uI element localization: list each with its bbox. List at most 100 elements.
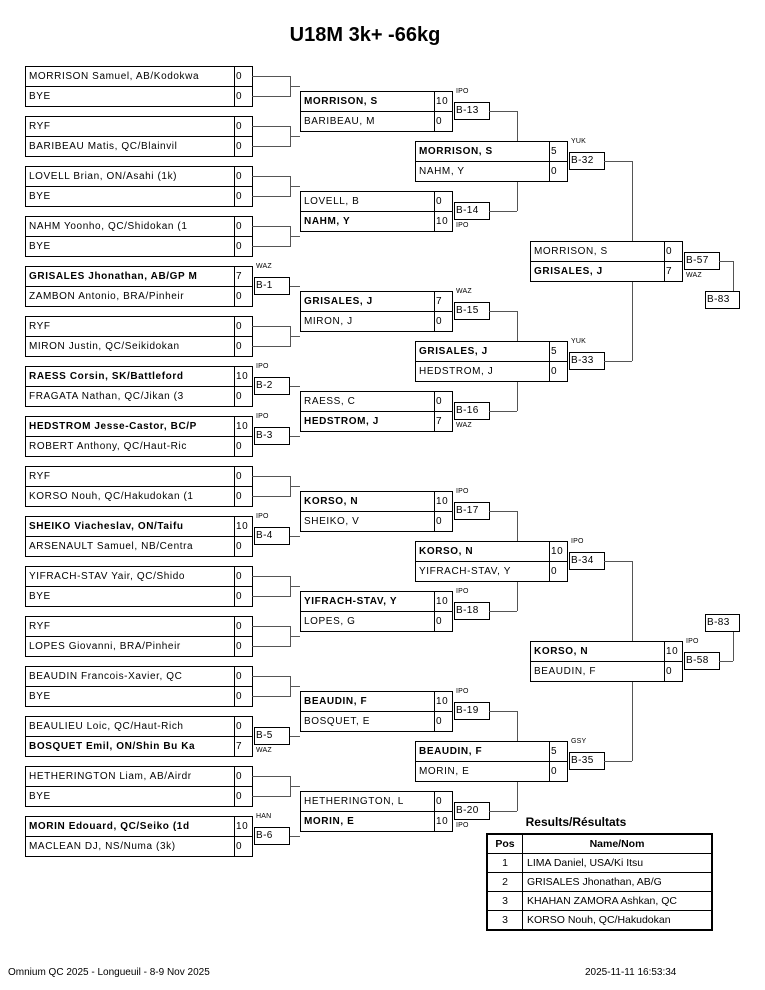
r3-match-top-name[interactable]: KORSO, N <box>415 541 550 562</box>
connector-line <box>252 176 290 177</box>
r3-match-top-name[interactable]: MORRISON, S <box>415 141 550 162</box>
r1-match-match-label[interactable]: B-4 <box>254 527 290 545</box>
r1-match-bottom-name[interactable]: KORSO Nouh, QC/Hakudokan (1 <box>25 486 235 507</box>
r2-match-top-name[interactable]: BEAUDIN, F <box>300 691 435 712</box>
r4-match-match-label[interactable]: B-58 <box>684 652 720 670</box>
connector-line <box>517 711 518 741</box>
r1-match-top-name[interactable]: NAHM Yoonho, QC/Shidokan (1 <box>25 216 235 237</box>
r2-match-top-score: 10 <box>434 691 453 712</box>
r2-match-bottom-name[interactable]: LOPES, G <box>300 611 435 632</box>
r4-match-bottom-name[interactable]: BEAUDIN, F <box>530 661 665 682</box>
r1-match-top-score: 0 <box>234 166 253 187</box>
r2-match-top-name[interactable]: YIFRACH-STAV, Y <box>300 591 435 612</box>
r1-match-top-name[interactable]: SHEIKO Viacheslav, ON/Taifu <box>25 516 235 537</box>
r1-match-match-label[interactable]: B-2 <box>254 377 290 395</box>
r1-match-bottom-name[interactable]: ARSENAULT Samuel, NB/Centra <box>25 536 235 557</box>
r4-match-match-label[interactable]: B-57 <box>684 252 720 270</box>
r4-match-top-name[interactable]: KORSO, N <box>530 641 665 662</box>
r2-match-top-name[interactable]: LOVELL, B <box>300 191 435 212</box>
r2-match-bottom-name[interactable]: NAHM, Y <box>300 211 435 232</box>
r3-match-match-label[interactable]: B-34 <box>569 552 605 570</box>
r1-match-bottom-name[interactable]: BARIBEAU Matis, QC/Blainvil <box>25 136 235 157</box>
r1-match-bottom-name[interactable]: BYE <box>25 86 235 107</box>
r1-match-bottom-name[interactable]: MACLEAN DJ, NS/Numa (3k) <box>25 836 235 857</box>
r2-match-match-label[interactable]: B-18 <box>454 602 490 620</box>
connector-line <box>290 636 300 637</box>
r2-match-top-name[interactable]: MORRISON, S <box>300 91 435 112</box>
r1-match-top-name[interactable]: GRISALES Jhonathan, AB/GP M <box>25 266 235 287</box>
r2-match-match-label[interactable]: B-17 <box>454 502 490 520</box>
r1-match-top-name[interactable]: MORRISON Samuel, AB/Kodokwa <box>25 66 235 87</box>
r1-match-bottom-name[interactable]: FRAGATA Nathan, QC/Jikan (3 <box>25 386 235 407</box>
r1-match-bottom-name[interactable]: ZAMBON Antonio, BRA/Pinheir <box>25 286 235 307</box>
r3-match-match-label[interactable]: B-35 <box>569 752 605 770</box>
r1-match-top-name[interactable]: RYF <box>25 316 235 337</box>
r1-match-bottom-name[interactable]: BYE <box>25 586 235 607</box>
r2-match-match-label[interactable]: B-16 <box>454 402 490 420</box>
r3-match-top-score: 5 <box>549 341 568 362</box>
r1-match-bottom-score: 0 <box>234 486 253 507</box>
r1-match-bottom-name[interactable]: LOPES Giovanni, BRA/Pinheir <box>25 636 235 657</box>
r1-match-match-label[interactable]: B-3 <box>254 427 290 445</box>
r4-match-top-name[interactable]: MORRISON, S <box>530 241 665 262</box>
connector-line <box>719 261 733 262</box>
r3-match-top-name[interactable]: GRISALES, J <box>415 341 550 362</box>
r1-match-bottom-name[interactable]: BOSQUET Emil, ON/Shin Bu Ka <box>25 736 235 757</box>
r1-match-bottom-name[interactable]: BYE <box>25 236 235 257</box>
r1-match-top-score: 0 <box>234 566 253 587</box>
r1-match-top-name[interactable]: HETHERINGTON Liam, AB/Airdr <box>25 766 235 787</box>
r2-match-bottom-name[interactable]: SHEIKO, V <box>300 511 435 532</box>
r2-match-top-name[interactable]: HETHERINGTON, L <box>300 791 435 812</box>
r2-match-top-score: 0 <box>434 191 453 212</box>
r1-match-top-name[interactable]: RAESS Corsin, SK/Battleford <box>25 366 235 387</box>
connector-line <box>489 711 517 712</box>
r2-match-match-label[interactable]: B-13 <box>454 102 490 120</box>
r4-match-bottom-name[interactable]: GRISALES, J <box>530 261 665 282</box>
r1-match-top-name[interactable]: RYF <box>25 616 235 637</box>
r2-match-match-label[interactable]: B-15 <box>454 302 490 320</box>
r1-match-bottom-name[interactable]: ROBERT Anthony, QC/Haut-Ric <box>25 436 235 457</box>
r2-match-match-label[interactable]: B-20 <box>454 802 490 820</box>
r2-match-bottom-name[interactable]: MORIN, E <box>300 811 435 832</box>
r3-match-match-label[interactable]: B-32 <box>569 152 605 170</box>
connector-line <box>517 111 518 141</box>
r1-match-match-label[interactable]: B-1 <box>254 277 290 295</box>
r1-match-bottom-name[interactable]: BYE <box>25 786 235 807</box>
r2-match-bottom-name[interactable]: BARIBEAU, M <box>300 111 435 132</box>
r2-match-match-label[interactable]: B-14 <box>454 202 490 220</box>
r1-match-bottom-name[interactable]: BYE <box>25 686 235 707</box>
r3-match-bottom-name[interactable]: NAHM, Y <box>415 161 550 182</box>
r1-match-top-name[interactable]: LOVELL Brian, ON/Asahi (1k) <box>25 166 235 187</box>
r2-match-top-name[interactable]: GRISALES, J <box>300 291 435 312</box>
connector-line <box>604 761 632 762</box>
r1-match-top-name[interactable]: RYF <box>25 466 235 487</box>
r3-match-bottom-name[interactable]: MORIN, E <box>415 761 550 782</box>
r1-match-bottom-name[interactable]: MIRON Justin, QC/Seikidokan <box>25 336 235 357</box>
r2-match-top-name[interactable]: KORSO, N <box>300 491 435 512</box>
r2-match-bottom-name[interactable]: BOSQUET, E <box>300 711 435 732</box>
connector-line <box>252 76 290 77</box>
r2-match-top-name[interactable]: RAESS, C <box>300 391 435 412</box>
r2-match-match-label[interactable]: B-19 <box>454 702 490 720</box>
connector-line <box>252 146 290 147</box>
r2-match-bottom-name[interactable]: MIRON, J <box>300 311 435 332</box>
r1-match-top-name[interactable]: MORIN Edouard, QC/Seiko (1d <box>25 816 235 837</box>
r1-match-top-name[interactable]: HEDSTROM Jesse-Castor, BC/P <box>25 416 235 437</box>
r1-match-bottom-name[interactable]: BYE <box>25 186 235 207</box>
r3-match-top-score: 10 <box>549 541 568 562</box>
r1-match-top-name[interactable]: YIFRACH-STAV Yair, QC/Shido <box>25 566 235 587</box>
r3-match-bottom-name[interactable]: YIFRACH-STAV, Y <box>415 561 550 582</box>
r3-match-bottom-name[interactable]: HEDSTROM, J <box>415 361 550 382</box>
r1-match-match-label[interactable]: B-6 <box>254 827 290 845</box>
r3-match-match-label[interactable]: B-33 <box>569 352 605 370</box>
r1-match-top-name[interactable]: BEAULIEU Loic, QC/Haut-Rich <box>25 716 235 737</box>
r1-match-match-label[interactable]: B-5 <box>254 727 290 745</box>
r1-match-top-name[interactable]: RYF <box>25 116 235 137</box>
next-match-label[interactable]: B-83 <box>705 614 740 632</box>
r1-match-top-name[interactable]: BEAUDIN Francois-Xavier, QC <box>25 666 235 687</box>
next-match-label[interactable]: B-83 <box>705 291 740 309</box>
r3-match-top-name[interactable]: BEAUDIN, F <box>415 741 550 762</box>
r1-match-top-score: 10 <box>234 366 253 387</box>
r2-match-bottom-name[interactable]: HEDSTROM, J <box>300 411 435 432</box>
